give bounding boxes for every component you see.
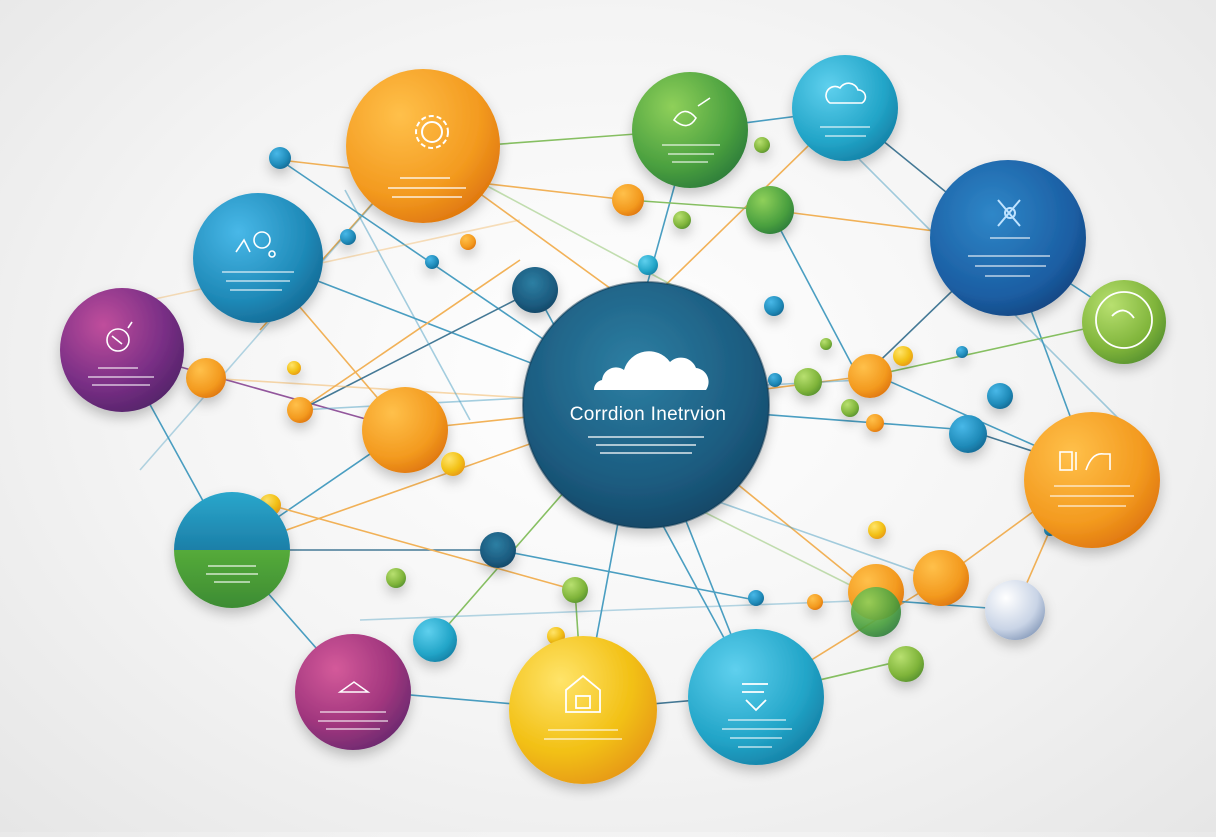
connector-dot	[460, 234, 476, 250]
connector-dot	[754, 137, 770, 153]
house-icon	[337, 681, 371, 693]
connector-dot	[888, 646, 924, 682]
connector-dot	[985, 580, 1045, 640]
connector-dot	[441, 452, 465, 476]
gear-icon	[415, 115, 449, 149]
topic-node-home[interactable]	[509, 636, 657, 784]
caption-lines	[588, 436, 704, 454]
topic-node-document[interactable]	[688, 629, 824, 765]
topic-node-compass[interactable]	[60, 288, 184, 412]
connector-dot	[612, 184, 644, 216]
connector-dot	[768, 373, 782, 387]
leaf-icon	[672, 97, 711, 127]
connector-dot	[287, 397, 313, 423]
building-icon	[1059, 451, 1111, 471]
connector-dot	[956, 346, 968, 358]
connector-dot	[269, 147, 291, 169]
compass-icon	[106, 321, 133, 352]
connector-dot	[851, 587, 901, 637]
connector-dot	[480, 532, 516, 568]
connector-dot	[794, 368, 822, 396]
connector-dot	[673, 211, 691, 229]
caption-lines	[388, 177, 466, 198]
ring-icon	[1095, 291, 1153, 349]
connector-dot	[425, 255, 439, 269]
connector-dot	[748, 590, 764, 606]
topic-node-leaf[interactable]	[632, 72, 748, 188]
topic-node-split[interactable]	[174, 492, 290, 608]
connector-dot	[848, 354, 892, 398]
topic-node-tools[interactable]	[930, 160, 1086, 316]
connector-dot	[866, 414, 884, 432]
connector-dot	[764, 296, 784, 316]
topic-node-plant[interactable]	[193, 193, 323, 323]
central-node[interactable]	[522, 281, 770, 529]
topic-node-building[interactable]	[1024, 412, 1160, 548]
connector-dot	[868, 521, 886, 539]
connector-dot	[512, 267, 558, 313]
connector-dot	[340, 229, 356, 245]
connector-dot	[746, 186, 794, 234]
tools-icon	[997, 199, 1021, 227]
connector-dot	[820, 338, 832, 350]
wave-icon	[206, 565, 258, 583]
plant-icon	[235, 231, 276, 258]
topic-node-gear[interactable]	[346, 69, 500, 223]
connector-dot	[893, 346, 913, 366]
cloud-icon	[825, 82, 867, 104]
connector-dot	[987, 383, 1013, 409]
connector-dot	[186, 358, 226, 398]
connector-dot	[386, 568, 406, 588]
topic-nodes	[60, 55, 1166, 784]
connector-dot	[638, 255, 658, 275]
connector-dot	[949, 415, 987, 453]
connector-dot	[562, 577, 588, 603]
connector-dot	[913, 550, 969, 606]
topic-node-cloud[interactable]	[792, 55, 898, 161]
connector-dot	[287, 361, 301, 375]
topic-node-house[interactable]	[295, 634, 411, 750]
home-icon	[565, 674, 601, 713]
central-node-title: Corrdion Inetrvion	[569, 404, 727, 425]
connector-dot	[807, 594, 823, 610]
connector-dot	[841, 399, 859, 417]
connector-dot	[413, 618, 457, 662]
document-icon	[742, 683, 768, 712]
cloud-icon	[593, 351, 709, 390]
topic-node-ring[interactable]	[1082, 280, 1166, 364]
connector-dot	[362, 387, 448, 473]
